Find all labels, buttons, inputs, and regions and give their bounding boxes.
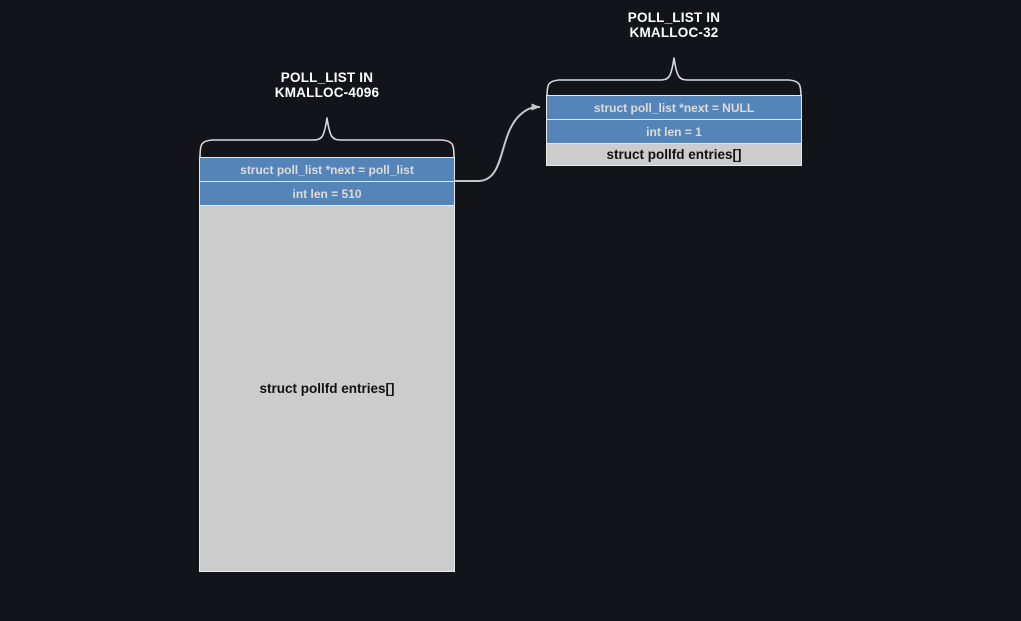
brace-kmalloc-32 xyxy=(543,54,805,98)
field-len: int len = 510 xyxy=(200,182,454,206)
field-next-pointer: struct poll_list *next = NULL xyxy=(547,96,801,120)
field-entries-array: struct pollfd entries[] xyxy=(547,144,801,165)
struct-box-kmalloc-32: struct poll_list *next = NULL int len = … xyxy=(546,95,802,166)
struct-box-kmalloc-4096: struct poll_list *next = poll_list int l… xyxy=(199,157,455,572)
arrowhead-right-icon xyxy=(455,103,541,182)
group-title-kmalloc-32: POLL_LIST IN KMALLOC-32 xyxy=(627,10,721,40)
field-len: int len = 1 xyxy=(547,120,801,144)
brace-kmalloc-4096 xyxy=(196,114,458,158)
group-title-kmalloc-4096: POLL_LIST IN KMALLOC-4096 xyxy=(274,70,380,100)
field-next-pointer: struct poll_list *next = poll_list xyxy=(200,158,454,182)
field-entries-array: struct pollfd entries[] xyxy=(200,206,454,571)
